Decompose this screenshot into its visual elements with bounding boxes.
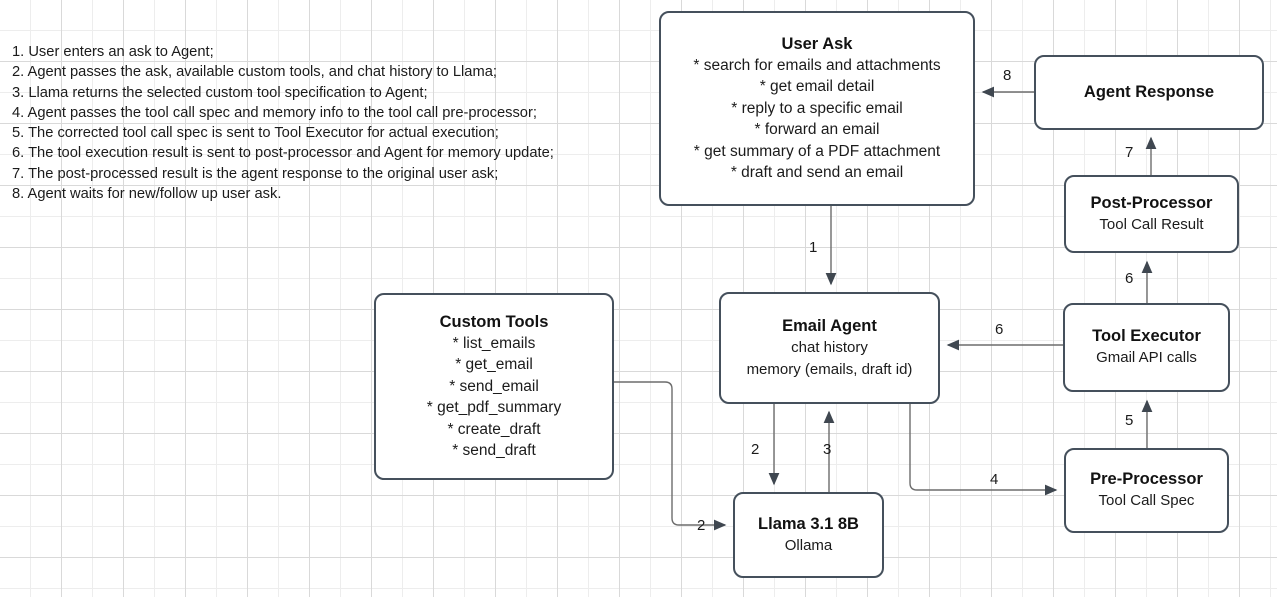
node-llama-subtitle: Ollama — [784, 536, 833, 554]
edge-label-6-executor-post: 6 — [1125, 270, 1134, 287]
node-email-agent-subtitle-1: chat history — [791, 339, 868, 356]
node-pre-processor-subtitle: Tool Call Spec — [1098, 492, 1195, 510]
node-tool-executor[interactable]: Tool Executor Gmail API calls — [1063, 303, 1230, 392]
edge-label-1: 1 — [809, 239, 818, 256]
edge-custom-tools-to-llama — [614, 381, 727, 531]
node-email-agent[interactable]: Email Agent chat history memory (emails,… — [719, 292, 940, 404]
node-tool-executor-title: Tool Executor — [1092, 327, 1201, 346]
node-agent-response-title: Agent Response — [1083, 83, 1215, 101]
node-user-ask[interactable]: User Ask * search for emails and attachm… — [659, 11, 975, 206]
custom-tools-bullet-1: * list_emails — [452, 334, 536, 352]
legend-step-3: 3. Llama returns the selected custom too… — [12, 84, 428, 101]
node-llama[interactable]: Llama 3.1 8B Ollama — [733, 492, 884, 578]
edge-label-6-executor-agent: 6 — [995, 321, 1004, 338]
node-post-processor[interactable]: Post-Processor Tool Call Result — [1064, 175, 1239, 253]
legend-step-7: 7. The post-processed result is the agen… — [12, 165, 499, 182]
user-ask-bullet-2: * get email detail — [759, 78, 875, 95]
legend-step-2: 2. Agent passes the ask, available custo… — [12, 64, 497, 81]
edge-label-3: 3 — [823, 441, 832, 458]
legend-step-4: 4. Agent passes the tool call spec and m… — [12, 104, 537, 121]
custom-tools-bullet-3: * send_email — [449, 377, 539, 395]
custom-tools-bullet-6: * send_draft — [452, 442, 536, 459]
node-custom-tools-bullets: * list_emails * get_email * send_email *… — [427, 333, 561, 462]
custom-tools-bullet-5: * create_draft — [447, 420, 541, 438]
node-email-agent-subtitle-2: memory (emails, draft id) — [746, 360, 913, 378]
custom-tools-bullet-4: * get_pdf_summary — [426, 399, 562, 416]
user-ask-bullet-6: * draft and send an email — [730, 164, 904, 181]
node-custom-tools[interactable]: Custom Tools * list_emails * get_email *… — [374, 293, 614, 480]
node-tool-executor-subtitle: Gmail API calls — [1096, 349, 1197, 367]
legend-step-1: 1. User enters an ask to Agent; — [12, 44, 214, 60]
legend-steps-list: 1. User enters an ask to Agent; 2. Agent… — [12, 42, 642, 204]
edge-label-8: 8 — [1003, 67, 1012, 84]
node-custom-tools-title: Custom Tools — [439, 312, 549, 331]
edge-label-7: 7 — [1125, 144, 1134, 161]
user-ask-bullet-3: * reply to a specific email — [731, 99, 903, 117]
node-pre-processor[interactable]: Pre-Processor Tool Call Spec — [1064, 448, 1229, 533]
node-post-processor-title: Post-Processor — [1090, 193, 1213, 212]
edge-email-agent-to-pre-processor — [909, 404, 1058, 496]
node-pre-processor-title: Pre-Processor — [1090, 470, 1203, 489]
legend-step-5: 5. The corrected tool call spec is sent … — [12, 125, 499, 142]
node-email-agent-title: Email Agent — [782, 317, 877, 335]
node-post-processor-subtitle: Tool Call Result — [1099, 215, 1204, 233]
node-user-ask-title: User Ask — [781, 34, 853, 53]
edge-label-2-agent-llama: 2 — [751, 441, 760, 458]
edge-label-4: 4 — [990, 471, 999, 488]
custom-tools-bullet-2: * get_email — [455, 356, 533, 373]
legend-step-8: 8. Agent waits for new/follow up user as… — [12, 186, 282, 203]
user-ask-bullet-5: * get summary of a PDF attachment — [693, 142, 941, 160]
user-ask-bullet-1: * search for emails and attachments — [693, 56, 941, 74]
edge-label-5: 5 — [1125, 412, 1134, 429]
edge-label-2-tools-llama: 2 — [697, 517, 706, 534]
legend-step-6: 6. The tool execution result is sent to … — [12, 145, 554, 162]
node-user-ask-bullets: * search for emails and attachments * ge… — [693, 55, 940, 184]
user-ask-bullet-4: * forward an email — [754, 121, 880, 138]
node-llama-title: Llama 3.1 8B — [758, 514, 859, 533]
node-agent-response[interactable]: Agent Response — [1034, 55, 1264, 130]
